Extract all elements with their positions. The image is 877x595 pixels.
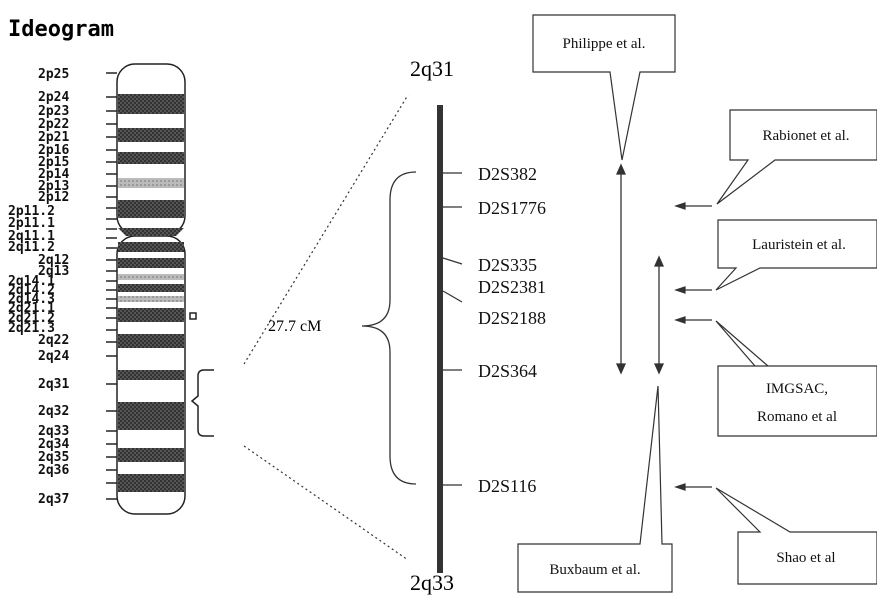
band-q34 xyxy=(118,448,184,462)
band-p16 xyxy=(118,152,184,164)
band-label-q31: 2q31 xyxy=(38,377,69,392)
band-q13 xyxy=(118,274,184,280)
chromosome-2-ideogram xyxy=(117,64,196,514)
band-label-p12: 2p12 xyxy=(38,190,69,205)
callout-shao xyxy=(716,488,877,584)
band-label-q22: 2q22 xyxy=(38,333,69,348)
marker-label: D2S116 xyxy=(478,476,536,496)
marker-label: D2S2381 xyxy=(478,277,546,297)
band-q21 xyxy=(118,296,184,302)
zoom-line-bottom xyxy=(244,446,408,560)
band-ticks xyxy=(106,73,117,499)
band-labels: 2p25 2p24 2p23 2p22 2p21 2p16 2p15 2p14 … xyxy=(8,67,69,507)
band-label-p25: 2p25 xyxy=(38,67,69,82)
band-q14 xyxy=(118,284,184,292)
band-label-p24: 2p24 xyxy=(38,90,69,105)
band-q31 xyxy=(118,370,184,380)
study-rabionet: Rabionet et al. xyxy=(762,128,849,144)
marker-label: D2S2188 xyxy=(478,308,546,328)
ideogram-title: Ideogram xyxy=(8,17,114,42)
callout-lauristein xyxy=(716,220,877,290)
band-p22 xyxy=(118,128,184,142)
band-label-q24: 2q24 xyxy=(38,349,69,364)
linkage-interval-arrows xyxy=(617,165,663,373)
region-bottom-label: 2q33 xyxy=(410,570,454,595)
marker-labels: D2S382 D2S1776 D2S335 D2S2381 D2S2188 D2… xyxy=(478,164,546,496)
band-label-q32: 2q32 xyxy=(38,404,69,419)
band-p12 xyxy=(118,200,184,218)
marker-label: D2S364 xyxy=(478,361,537,381)
band-p24 xyxy=(118,94,184,114)
marker-label: D2S382 xyxy=(478,164,537,184)
study-shao: Shao et al xyxy=(776,550,835,566)
distance-label: 27.7 cM xyxy=(268,318,321,335)
distance-brace xyxy=(362,172,416,484)
band-p14 xyxy=(118,178,184,188)
band-q32 xyxy=(118,402,184,430)
band-q24 xyxy=(118,334,184,348)
centromere xyxy=(118,228,184,236)
callout-rabionet xyxy=(717,110,877,204)
callouts xyxy=(518,15,877,592)
band-q36 xyxy=(118,474,184,492)
study-imgsac-line2: Romano et al xyxy=(757,409,837,425)
locus-marker xyxy=(190,313,196,319)
study-lauristein: Lauristein et al. xyxy=(752,237,846,253)
band-q11 xyxy=(118,242,184,252)
marker-ticks xyxy=(443,173,462,485)
study-philippe: Philippe et al. xyxy=(563,36,646,52)
marker-label: D2S335 xyxy=(478,255,537,275)
chromosome-segment xyxy=(437,105,443,573)
region-top-label: 2q31 xyxy=(410,56,454,81)
band-label-q37: 2q37 xyxy=(38,492,69,507)
band-q22 xyxy=(118,308,184,322)
band-q12 xyxy=(118,258,184,268)
study-buxbaum: Buxbaum et al. xyxy=(549,562,640,578)
study-imgsac-line1: IMGSAC, xyxy=(766,381,828,397)
marker-pointer-arrows xyxy=(676,203,712,490)
marker-label: D2S1776 xyxy=(478,198,546,218)
band-label-q36: 2q36 xyxy=(38,463,69,478)
region-bracket xyxy=(192,370,214,436)
